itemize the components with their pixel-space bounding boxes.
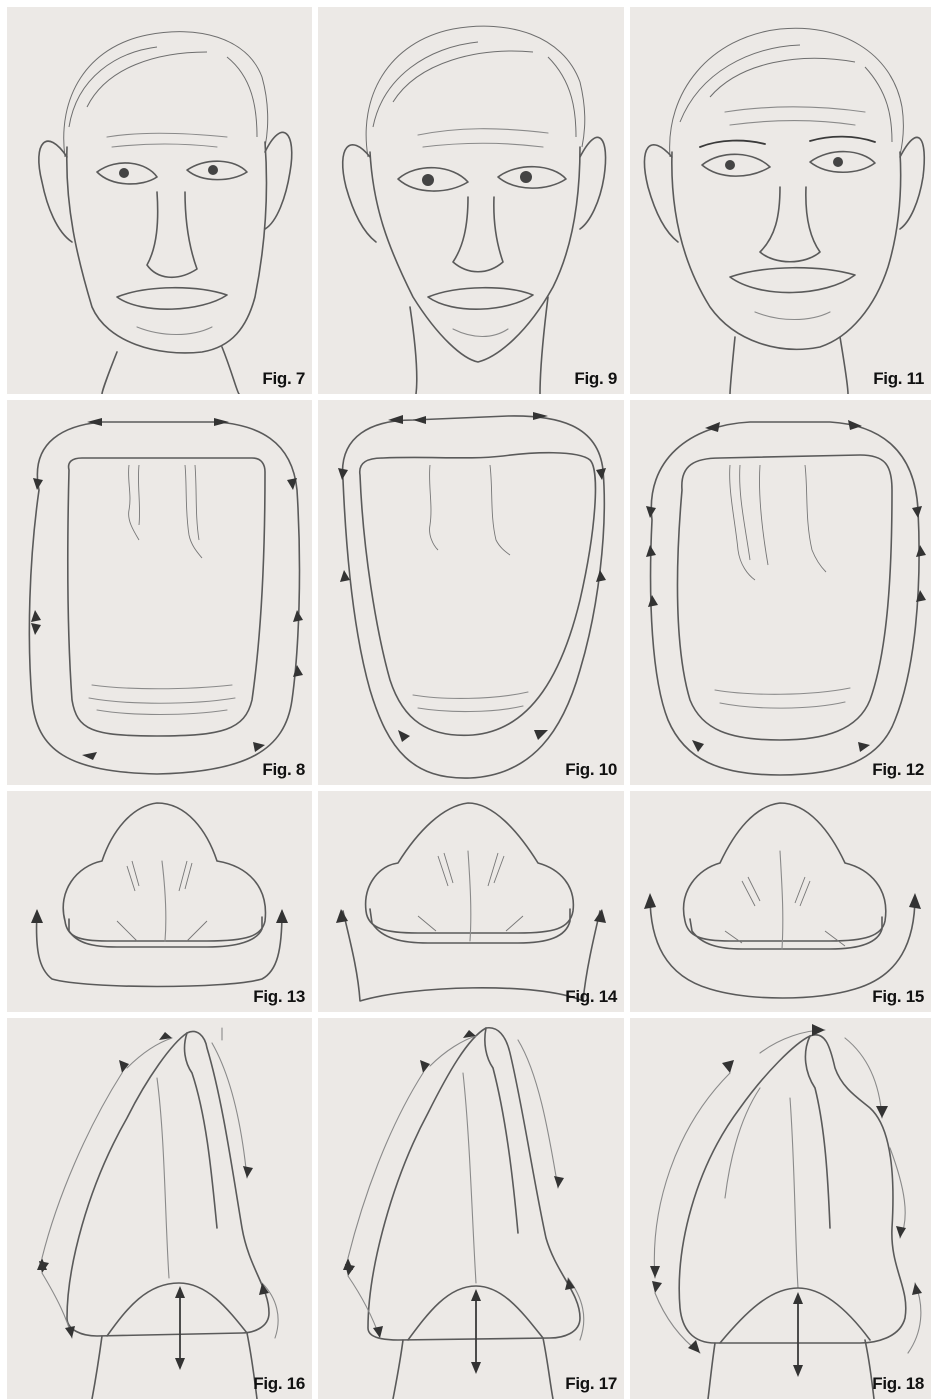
- figure-label: Fig. 8: [262, 760, 305, 780]
- figure-label: Fig. 7: [262, 369, 305, 389]
- panel-fig18: Fig. 18: [630, 1018, 931, 1399]
- panel-fig8: Fig. 8: [7, 400, 312, 785]
- panel-fig17: Fig. 17: [318, 1018, 624, 1399]
- tooth-profile-square: [7, 1018, 312, 1399]
- tooth-front-square: [7, 400, 312, 785]
- figure-label: Fig. 9: [574, 369, 617, 389]
- panel-fig15: Fig. 15: [630, 791, 931, 1012]
- panel-fig16: Fig. 16: [7, 1018, 312, 1399]
- panel-fig12: Fig. 12: [630, 400, 931, 785]
- tooth-incisal-square: [7, 791, 312, 1012]
- panel-fig9: Fig. 9: [318, 7, 624, 394]
- figure-label: Fig. 10: [565, 760, 617, 780]
- figure-label: Fig. 18: [872, 1374, 924, 1394]
- tooth-profile-triangular: [318, 1018, 624, 1399]
- panel-fig7: Fig. 7: [7, 7, 312, 394]
- figure-label: Fig. 11: [873, 369, 924, 389]
- tooth-incisal-ovoid: [630, 791, 931, 1012]
- panel-fig10: Fig. 10: [318, 400, 624, 785]
- panel-fig14: Fig. 14: [318, 791, 624, 1012]
- figure-label: Fig. 13: [253, 987, 305, 1007]
- tooth-front-ovoid: [630, 400, 931, 785]
- tooth-profile-ovoid: [630, 1018, 931, 1399]
- figure-label: Fig. 14: [565, 987, 617, 1007]
- panel-fig11: Fig. 11: [630, 7, 931, 394]
- tooth-front-triangular: [318, 400, 624, 785]
- face-drawing-triangular: [318, 7, 624, 394]
- tooth-incisal-triangular: [318, 791, 624, 1012]
- figure-label: Fig. 15: [872, 987, 924, 1007]
- figure-label: Fig. 16: [253, 1374, 305, 1394]
- face-drawing-ovoid: [630, 7, 931, 394]
- panel-fig13: Fig. 13: [7, 791, 312, 1012]
- figure-label: Fig. 17: [565, 1374, 617, 1394]
- face-drawing-square: [7, 7, 312, 394]
- figure-label: Fig. 12: [872, 760, 924, 780]
